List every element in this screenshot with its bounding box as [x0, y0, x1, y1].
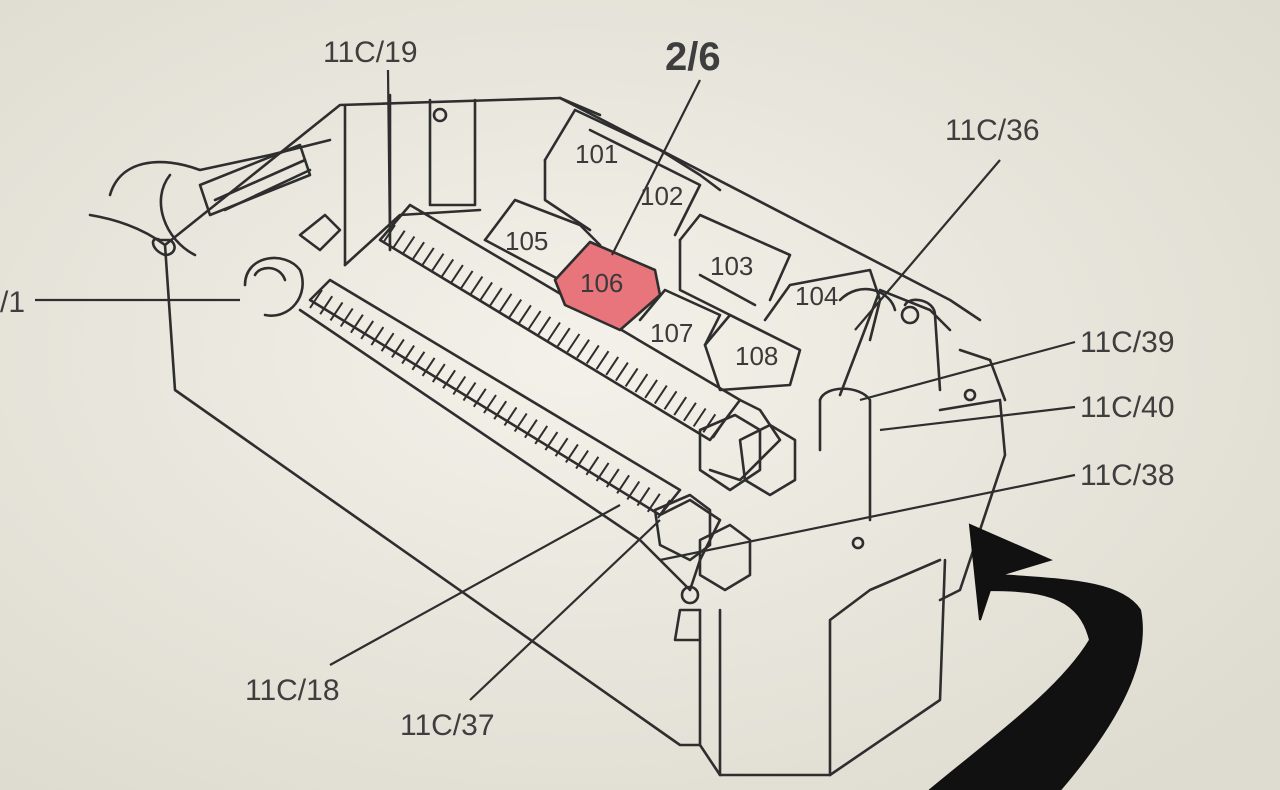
curved-arrow-icon: [928, 523, 1143, 790]
callout-11c-18: 11C/18: [245, 674, 340, 707]
fuse-103-label: 103: [710, 251, 753, 281]
callout-leader-lines: [35, 69, 1076, 701]
housing-left-side: [163, 243, 702, 747]
fuse-104-label: 104: [795, 281, 838, 311]
housing-top-edge: [163, 96, 602, 247]
fuse-number-labels: 101 102 103 104 105 106 107 108: [505, 139, 838, 371]
fuse-box-outline: [88, 93, 1007, 777]
fuse-blade-teeth: [309, 224, 726, 519]
fuse-102-label: 102: [640, 181, 683, 211]
fuse-106-highlight: [553, 240, 662, 332]
fuse-105-label: 105: [505, 226, 548, 256]
lower-teeth: [309, 289, 671, 519]
callout-2-6: 2/6: [665, 35, 721, 79]
fuse-107-label: 107: [650, 318, 693, 348]
housing-right-top-edge: [558, 96, 982, 322]
callout-11c-39: 11C/39: [1080, 326, 1175, 359]
callout-11c-38: 11C/38: [1080, 459, 1175, 492]
fuse-108-label: 108: [735, 341, 778, 371]
side-bracket: [938, 398, 1007, 602]
callout-labels: 11C/19 2/6 11C/36 /1 11C/39 11C/40 11C/3…: [0, 35, 1175, 742]
callout-11c-37: 11C/37: [400, 709, 495, 742]
callout-11c-19: 11C/19: [323, 36, 418, 69]
callout-11c-40: 11C/40: [1080, 391, 1175, 424]
callout-11c-36: 11C/36: [945, 114, 1040, 147]
fuse-rail-lower: [308, 278, 682, 517]
fuse-101-label: 101: [575, 139, 618, 169]
callout-left-edge: /1: [0, 286, 25, 319]
fuse-106-label: 106: [580, 268, 623, 298]
